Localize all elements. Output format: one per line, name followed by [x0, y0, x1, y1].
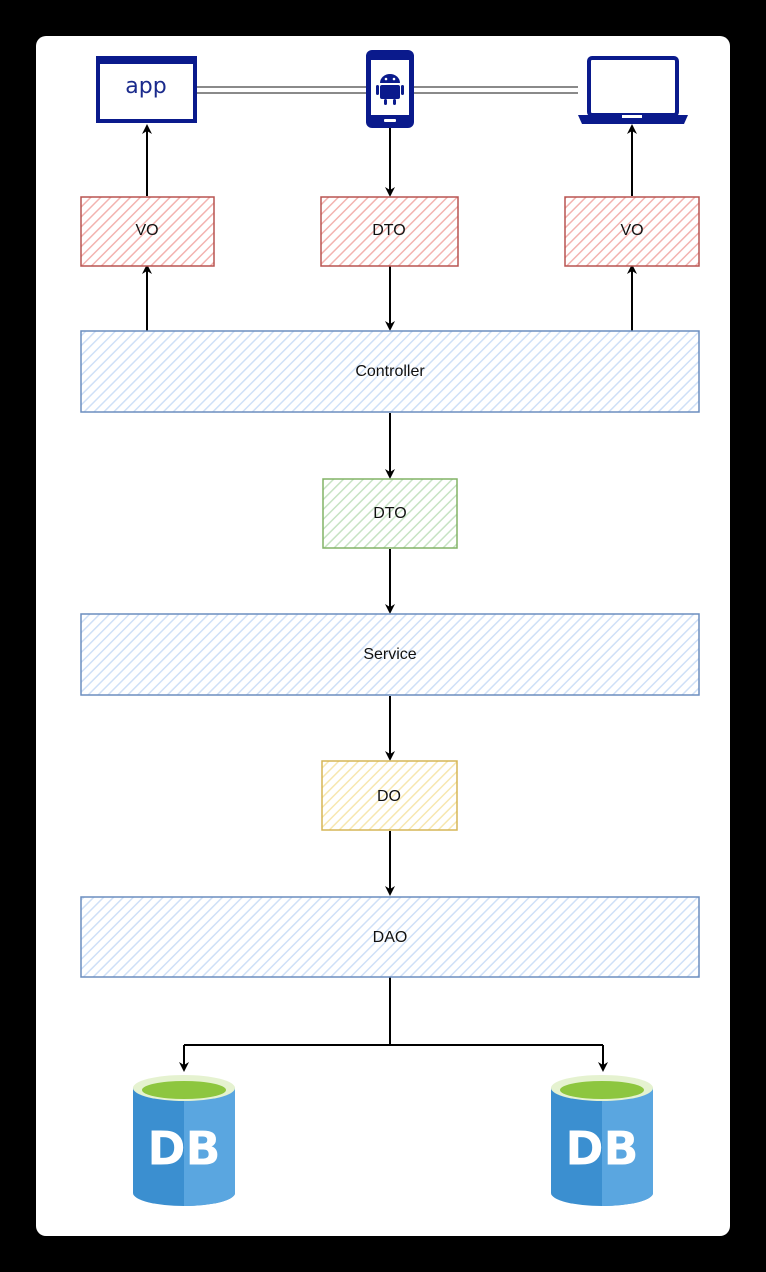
database-left-icon: DB — [133, 1075, 235, 1206]
database-right-label: DB — [565, 1122, 638, 1176]
dao-label: DAO — [373, 929, 408, 946]
dao-layer: DAO — [80, 896, 700, 978]
database-left-label: DB — [147, 1122, 220, 1176]
do-box: DO — [321, 760, 458, 831]
app-label: app — [125, 74, 166, 99]
database-right-icon: DB — [551, 1075, 653, 1206]
service-layer: Service — [80, 613, 700, 696]
controller-label: Controller — [355, 363, 425, 380]
dto-mid-label: DTO — [373, 505, 406, 522]
dto-top-label: DTO — [372, 222, 405, 239]
do-label: DO — [377, 788, 401, 805]
android-phone-icon — [366, 50, 414, 128]
service-label: Service — [363, 646, 416, 663]
controller-layer: Controller — [80, 330, 700, 413]
vo-right-box: VO — [564, 196, 700, 267]
laptop-icon — [578, 56, 688, 124]
vo-left-box: VO — [80, 196, 215, 267]
flow-arrows — [142, 124, 637, 1072]
app-window-icon: app — [96, 56, 197, 123]
dto-mid-box: DTO — [322, 478, 458, 549]
vo-right-label: VO — [620, 222, 643, 239]
dto-top-box: DTO — [320, 196, 459, 267]
client-link-lines — [195, 86, 578, 94]
vo-left-label: VO — [135, 222, 158, 239]
